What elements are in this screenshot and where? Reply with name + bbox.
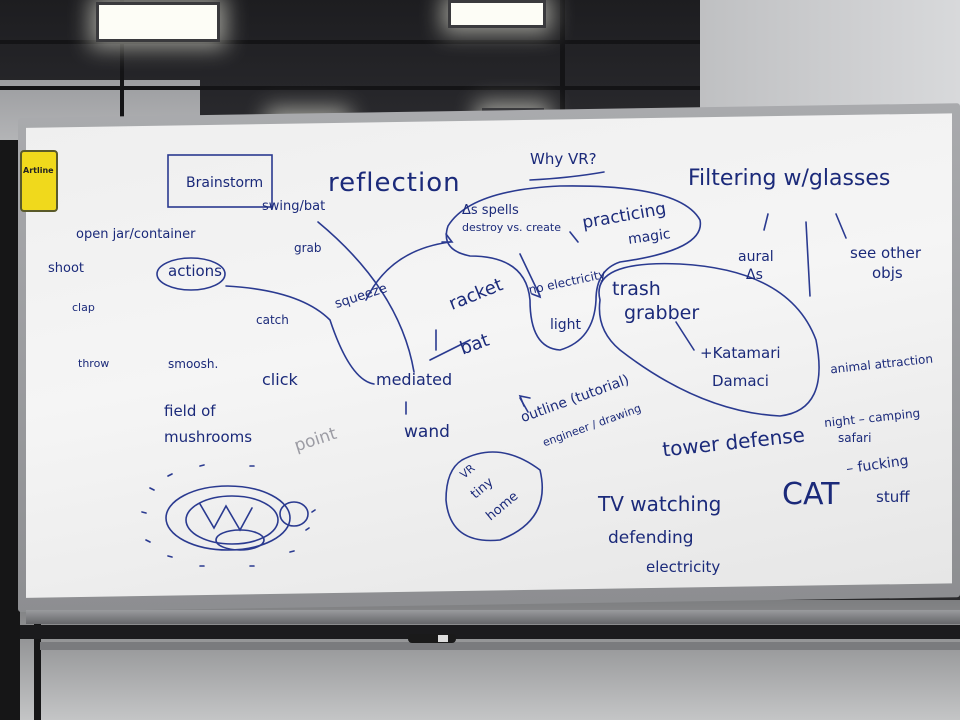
destroy-create-text: destroy vs. create <box>462 221 561 234</box>
catch-text: catch <box>256 313 289 327</box>
clap-text: clap <box>72 301 95 314</box>
marker-tray <box>26 610 960 624</box>
brainstorm-label: Brainstorm <box>186 175 264 191</box>
field-of-text: field of <box>164 402 216 420</box>
eraser-brand: Artline <box>23 166 54 175</box>
cat-text: CAT <box>782 477 840 512</box>
marker-cap <box>438 635 448 642</box>
ceiling-light <box>448 0 546 28</box>
mushroom-sketch-outer <box>165 485 291 551</box>
smoosh-text: smoosh. <box>168 357 219 371</box>
actions-to-mediated-line <box>225 285 375 385</box>
grabber-text: grabber <box>624 302 700 324</box>
swing-bat-text: swing/bat <box>262 199 326 214</box>
defending-text: defending <box>608 528 694 548</box>
throw-text: throw <box>78 357 110 370</box>
aural-text: aural <box>738 249 774 265</box>
wand-text: wand <box>404 422 450 442</box>
stand-leg <box>34 620 41 720</box>
stand-crossbar <box>20 625 960 639</box>
safari-text: safari <box>838 431 872 445</box>
ceiling-pipe <box>560 0 565 130</box>
vr-tiny-home-circle <box>445 451 544 542</box>
click-text: click <box>262 370 298 389</box>
marker-pen <box>408 634 456 643</box>
filtering-divider <box>805 221 811 297</box>
why-vr-heading: Why VR? <box>530 150 597 168</box>
reflection-heading: reflection <box>328 168 461 198</box>
mediated-to-bat-line <box>429 339 471 361</box>
ceiling-beam <box>0 86 700 90</box>
mushroom-sketch-dashes <box>141 464 316 567</box>
trash-grabber-circle <box>598 262 820 417</box>
tv-watching-text: TV watching <box>598 492 722 516</box>
brainstorm-box <box>167 154 273 208</box>
aural-changes-text: Δs <box>746 267 763 283</box>
open-jar-text: open jar/container <box>76 227 196 242</box>
katamari-text: +Katamari <box>700 344 781 362</box>
see-other-text: see other <box>850 244 922 262</box>
damaci-text: Damaci <box>712 372 769 390</box>
swing-to-mediated-line <box>317 221 415 373</box>
stand-rail <box>40 642 960 650</box>
objs-text: objs <box>872 264 903 282</box>
actions-circle <box>156 257 226 291</box>
light-text: light <box>550 317 582 333</box>
mediated-text: mediated <box>376 370 453 389</box>
spells-text: Δs spells <box>462 203 519 218</box>
why-vr-underline <box>529 171 605 181</box>
ceiling-beam <box>0 40 700 44</box>
squeeze-to-spells-arrow <box>365 241 451 301</box>
grab-text: grab <box>294 241 322 255</box>
stuff-text: stuff <box>876 488 910 506</box>
mushrooms-text: mushrooms <box>164 428 253 446</box>
electricity-text: electricity <box>646 558 721 576</box>
ceiling-pipe <box>120 0 124 150</box>
stand-post-left <box>0 140 20 720</box>
shoot-text: shoot <box>48 261 85 276</box>
magic-bubble <box>445 185 702 351</box>
trash-to-katamari-line <box>675 321 695 351</box>
trash-text: trash <box>612 278 661 300</box>
ceiling-light <box>96 2 220 42</box>
filtering-heading: Filtering w/glasses <box>688 166 891 191</box>
whiteboard-eraser: Artline <box>20 150 58 212</box>
actions-text: actions <box>168 262 222 280</box>
